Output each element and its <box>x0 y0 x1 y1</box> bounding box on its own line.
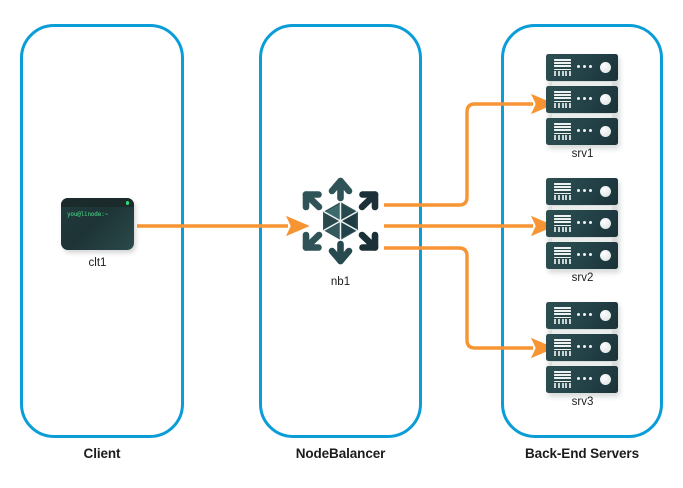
vent-legs-icon <box>554 135 571 140</box>
server-rack-icon <box>546 54 618 81</box>
node-client-terminal[interactable]: you@linode:~ <box>61 198 136 253</box>
vent-icon <box>554 307 571 319</box>
power-button-icon <box>600 186 611 197</box>
terminal-prompt-text: you@linode:~ <box>67 211 108 218</box>
node-caption-clt1: clt1 <box>88 257 107 269</box>
status-dots-icon <box>577 253 592 256</box>
vent-legs-icon <box>554 103 571 108</box>
power-button-icon <box>600 310 611 321</box>
vent-legs-icon <box>554 351 571 356</box>
vent-icon <box>554 339 571 351</box>
power-button-icon <box>600 374 611 385</box>
power-button-icon <box>600 62 611 73</box>
server-rack-icon <box>546 210 618 237</box>
vent-legs-icon <box>554 383 571 388</box>
group-label-nodebalancer: NodeBalancer <box>295 446 386 461</box>
group-label-backend-servers: Back-End Servers <box>525 446 639 461</box>
terminal-titlebar <box>61 198 134 207</box>
node-caption-nb1: nb1 <box>330 276 351 288</box>
rack-connector <box>552 238 612 242</box>
status-dots-icon <box>577 313 592 316</box>
node-server-srv2[interactable] <box>546 178 620 273</box>
power-button-icon <box>600 94 611 105</box>
nodebalancer-hexagon-icon <box>302 177 379 265</box>
node-server-srv1[interactable] <box>546 54 620 149</box>
terminal-icon: you@linode:~ <box>61 198 134 250</box>
status-dots-icon <box>577 97 592 100</box>
server-rack-icon <box>546 118 618 145</box>
node-server-srv3[interactable] <box>546 302 620 397</box>
power-button-icon <box>600 342 611 353</box>
node-nodebalancer[interactable] <box>298 174 383 268</box>
vent-legs-icon <box>554 319 571 324</box>
vent-legs-icon <box>554 71 571 76</box>
vent-legs-icon <box>554 195 571 200</box>
vent-icon <box>554 183 571 195</box>
server-rack-icon <box>546 178 618 205</box>
group-box-client <box>20 24 184 438</box>
status-dots-icon <box>577 189 592 192</box>
power-button-icon <box>600 218 611 229</box>
terminal-status-dot-icon <box>125 201 129 205</box>
server-rack-icon <box>546 366 618 393</box>
rack-connector <box>552 114 612 118</box>
server-rack-icon <box>546 86 618 113</box>
vent-legs-icon <box>554 259 571 264</box>
vent-legs-icon <box>554 227 571 232</box>
vent-icon <box>554 123 571 135</box>
rack-connector <box>552 206 612 210</box>
vent-icon <box>554 247 571 259</box>
group-label-client: Client <box>83 446 121 461</box>
server-rack-icon <box>546 242 618 269</box>
status-dots-icon <box>577 377 592 380</box>
rack-connector <box>552 82 612 86</box>
status-dots-icon <box>577 65 592 68</box>
status-dots-icon <box>577 345 592 348</box>
vent-icon <box>554 371 571 383</box>
vent-icon <box>554 215 571 227</box>
node-caption-srv3: srv3 <box>571 396 594 408</box>
rack-connector <box>552 362 612 366</box>
group-box-nodebalancer <box>259 24 422 438</box>
vent-icon <box>554 91 571 103</box>
node-caption-srv1: srv1 <box>571 148 594 160</box>
group-box-backend-servers <box>501 24 663 438</box>
status-dots-icon <box>577 129 592 132</box>
server-rack-icon <box>546 302 618 329</box>
node-caption-srv2: srv2 <box>571 272 594 284</box>
power-button-icon <box>600 250 611 261</box>
server-rack-icon <box>546 334 618 361</box>
rack-connector <box>552 330 612 334</box>
power-button-icon <box>600 126 611 137</box>
vent-icon <box>554 59 571 71</box>
status-dots-icon <box>577 221 592 224</box>
